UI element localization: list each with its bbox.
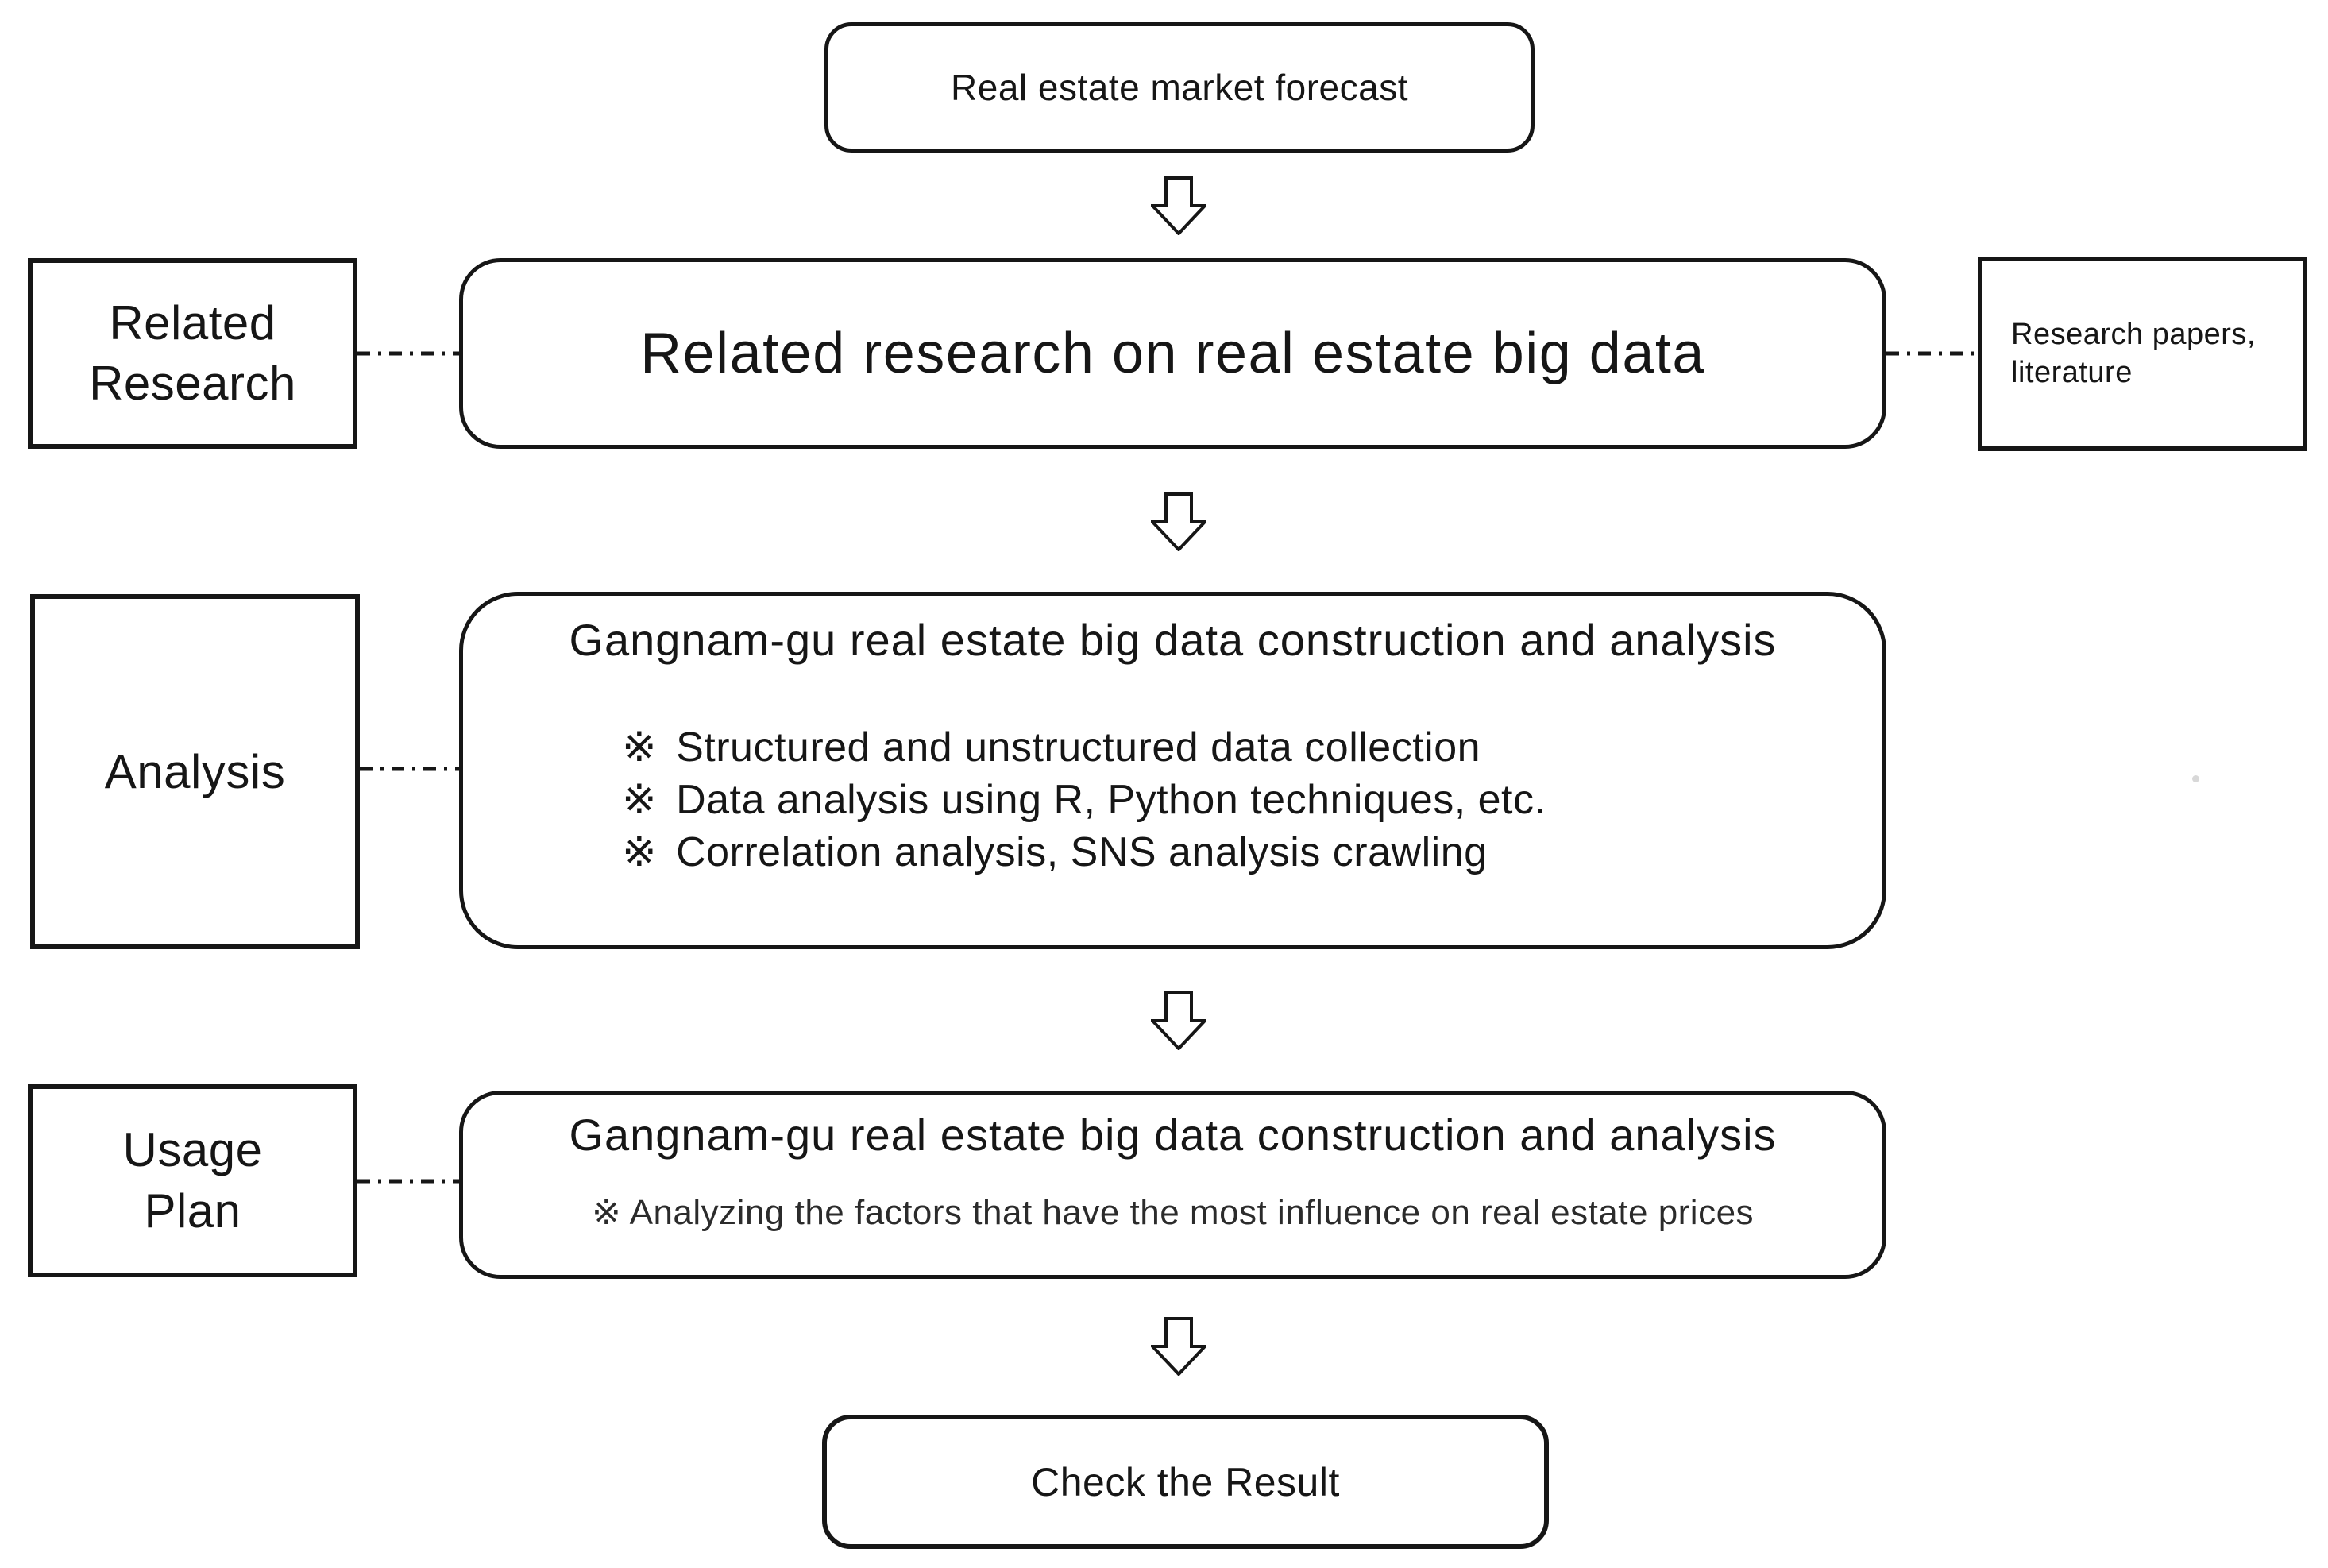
down-arrow-icon: [1151, 1317, 1206, 1376]
related-research-main-box: Related research on real estate big data: [459, 258, 1886, 449]
reference-mark-icon: ※: [622, 829, 658, 875]
analysis-bullet-text: Data analysis using R, Python techniques…: [676, 777, 1546, 823]
reference-mark-icon: ※: [622, 777, 658, 823]
research-sources-label: Research papers, literature: [2011, 318, 2256, 389]
analysis-bullet-item: ※ Data analysis using R, Python techniqu…: [622, 774, 1882, 826]
reference-mark-icon: ※: [591, 1193, 622, 1232]
dash-dot-connector: [357, 1179, 459, 1184]
usage-plan-main-box: Gangnam-gu real estate big data construc…: [459, 1091, 1886, 1279]
analysis-bullet-item: ※ Structured and unstructured data colle…: [622, 721, 1882, 774]
analysis-bullet-text: Structured and unstructured data collect…: [676, 724, 1481, 770]
result-label: Check the Result: [1031, 1459, 1340, 1504]
dash-dot-connector: [357, 351, 459, 356]
down-arrow-icon: [1151, 176, 1206, 235]
analysis-side-label: Analysis: [104, 745, 286, 798]
down-arrow-icon: [1151, 492, 1206, 551]
forecast-box: Real estate market forecast: [824, 22, 1535, 153]
analysis-bullet-text: Correlation analysis, SNS analysis crawl…: [676, 829, 1488, 875]
usage-plan-note-text: Analyzing the factors that have the most…: [629, 1193, 1755, 1232]
analysis-title: Gangnam-gu real estate big data construc…: [569, 615, 1777, 665]
dash-dot-connector: [1886, 351, 1978, 356]
research-sources-box: Research papers, literature: [1978, 257, 2307, 451]
related-research-main-label: Related research on real estate big data: [640, 322, 1705, 385]
usage-plan-note: ※ Analyzing the factors that have the mo…: [463, 1193, 1882, 1233]
dash-dot-connector: [360, 767, 459, 771]
usage-plan-title: Gangnam-gu real estate big data construc…: [569, 1110, 1777, 1160]
analysis-main-box: Gangnam-gu real estate big data construc…: [459, 592, 1886, 949]
down-arrow-icon: [1151, 991, 1206, 1050]
usage-plan-side-label: Usage Plan: [122, 1123, 263, 1238]
artifact-dot: [2192, 775, 2199, 782]
analysis-bullet-item: ※ Correlation analysis, SNS analysis cra…: [622, 826, 1882, 879]
forecast-label: Real estate market forecast: [951, 67, 1408, 108]
usage-plan-side-box: Usage Plan: [28, 1084, 357, 1277]
related-research-side-label: Related Research: [89, 295, 296, 410]
analysis-bullet-list: ※ Structured and unstructured data colle…: [622, 721, 1882, 879]
result-box: Check the Result: [822, 1415, 1549, 1549]
related-research-side-box: Related Research: [28, 258, 357, 449]
reference-mark-icon: ※: [622, 724, 658, 770]
analysis-side-box: Analysis: [30, 594, 360, 949]
